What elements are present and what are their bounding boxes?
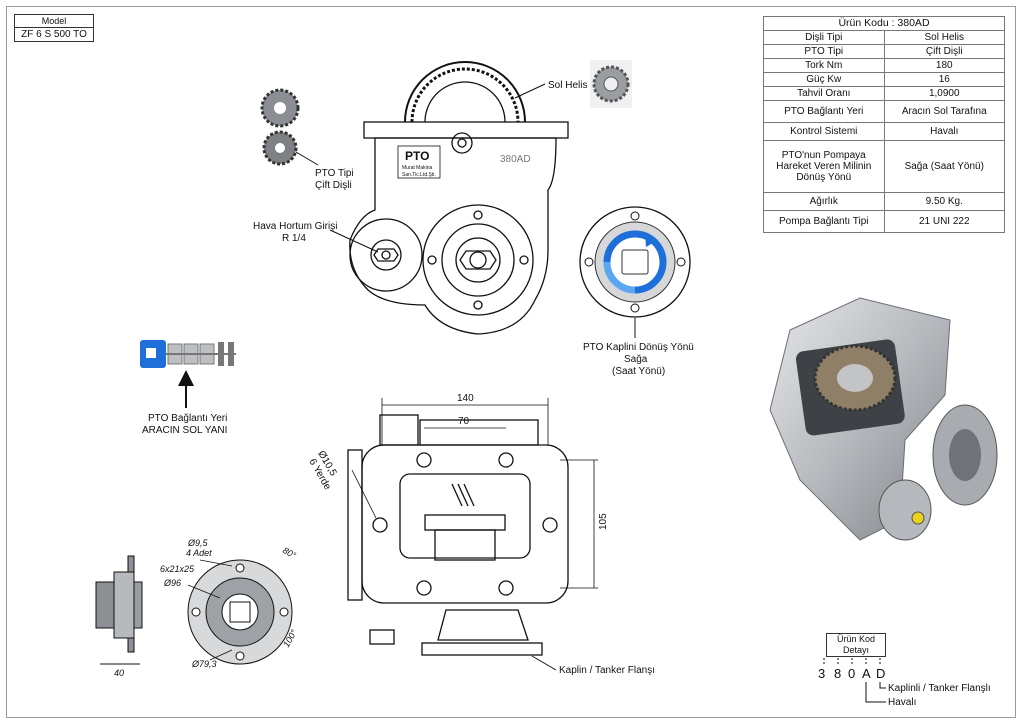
dim-spline: 6x21x25 [160,564,195,574]
model-box: Model ZF 6 S 500 TO [14,14,94,42]
code-char: A [862,666,871,681]
body-mark: 380AD [500,154,531,165]
model-value: ZF 6 S 500 TO [21,29,87,40]
label-hava-1: Hava Hortum Girişi [253,221,337,232]
dim-ang80: 80° [281,545,298,561]
flange-bolt-hole [427,255,437,265]
air-inlet-housing [349,218,423,292]
tanker-flange [421,642,543,656]
spec-key: PTO'nun Pompaya Hareket Veren Milinin Dö… [763,140,885,193]
bolt-hole [416,580,432,596]
tanker-flange-neck [437,609,529,641]
output-shaft-nut [459,250,497,270]
flange-bolt-hole [473,300,483,310]
spec-key: Pompa Bağlantı Tipi [763,210,885,233]
output-housing [422,204,534,316]
top-bolt-hole [457,138,467,148]
label-kaplin-dir-2: Sağa [624,354,648,365]
air-inlet-nut [373,248,399,262]
label-cift-disli: Çift Dişli [315,180,352,191]
brand-text: PTO [405,149,429,163]
code-char: D [876,666,885,681]
flange-bolt-hole [519,255,529,265]
dim-105: 105 [598,513,609,530]
code-title-box: Ürün Kod Detayı [826,633,886,657]
dimension-lines [351,398,598,589]
label-hava-2: R 1/4 [282,233,306,244]
dim-140: 140 [457,393,474,404]
code-title-2: Detayı [842,645,869,655]
leader-line [329,229,379,253]
pto-flange-view [347,414,569,656]
gear-window [399,473,531,559]
mounting-flange [363,121,569,139]
bolt-hole [372,517,388,533]
double-gear-image [260,88,300,166]
label-baglanti-2: ARACIN SOL YANI [142,425,227,436]
mounting-face [361,444,569,604]
label-baglanti-1: PTO Bağlantı Yeri [148,413,227,424]
label-pto-tipi: PTO Tipi [315,168,354,179]
label-kaplin-flansi: Kaplin / Tanker Flanşı [559,665,655,676]
output-flange [441,223,515,297]
code-a-label: Havalı [888,697,916,708]
code-detail: 3 8 0 A D [818,658,886,703]
label-kaplin-dir-3: (Saat Yönü) [612,366,665,377]
label-kaplin-dir-1: PTO Kaplini Dönüş Yönü [583,342,694,353]
bolt-hole [498,452,514,468]
gear-teeth [410,67,520,123]
bolt-hole [498,580,514,596]
rotation-arrow-ring [603,230,667,294]
code-d-label: Kaplinli / Tanker Flanşlı [888,683,991,694]
code-char: 3 [818,666,829,681]
code-title-1: Ürün Kod [836,634,876,644]
pto-front-view [349,61,569,335]
helical-gear-image [590,60,632,108]
gear-hub [424,81,506,123]
sheet-frame [6,6,1016,718]
brand-plate [397,145,441,179]
label-sol-helis: Sol Helis [548,80,587,91]
bolt-hole [542,517,558,533]
brand-subtext: San.Tic.Ltd.Şti. [402,172,436,178]
pto-3d-render [769,297,998,541]
dim-d95: Ø9,5 [187,538,209,548]
code-char: 0 [848,666,855,681]
brand-subtext: Murat Makina [402,165,433,171]
coupling-side-view [95,555,143,665]
truck-position-icon [140,340,236,368]
leader-line [514,83,546,99]
dim-40: 40 [114,668,124,678]
rotation-flange [579,206,691,318]
bolt-hole [416,452,432,468]
dim-adet: 4 Adet [186,548,212,558]
coupling-front-view [187,559,293,665]
dim-d793: Ø79,3 [191,659,217,669]
top-bolt-boss [451,132,473,154]
flange-bolt-hole [473,210,483,220]
air-inlet-port [370,239,402,271]
model-label: Model [15,15,93,28]
spec-value: 21 UNI 222 [883,210,1005,233]
code-char: 8 [834,666,841,681]
dim-d96: Ø96 [163,578,181,588]
dim-70: 70 [458,416,470,427]
pto-body [349,137,557,335]
